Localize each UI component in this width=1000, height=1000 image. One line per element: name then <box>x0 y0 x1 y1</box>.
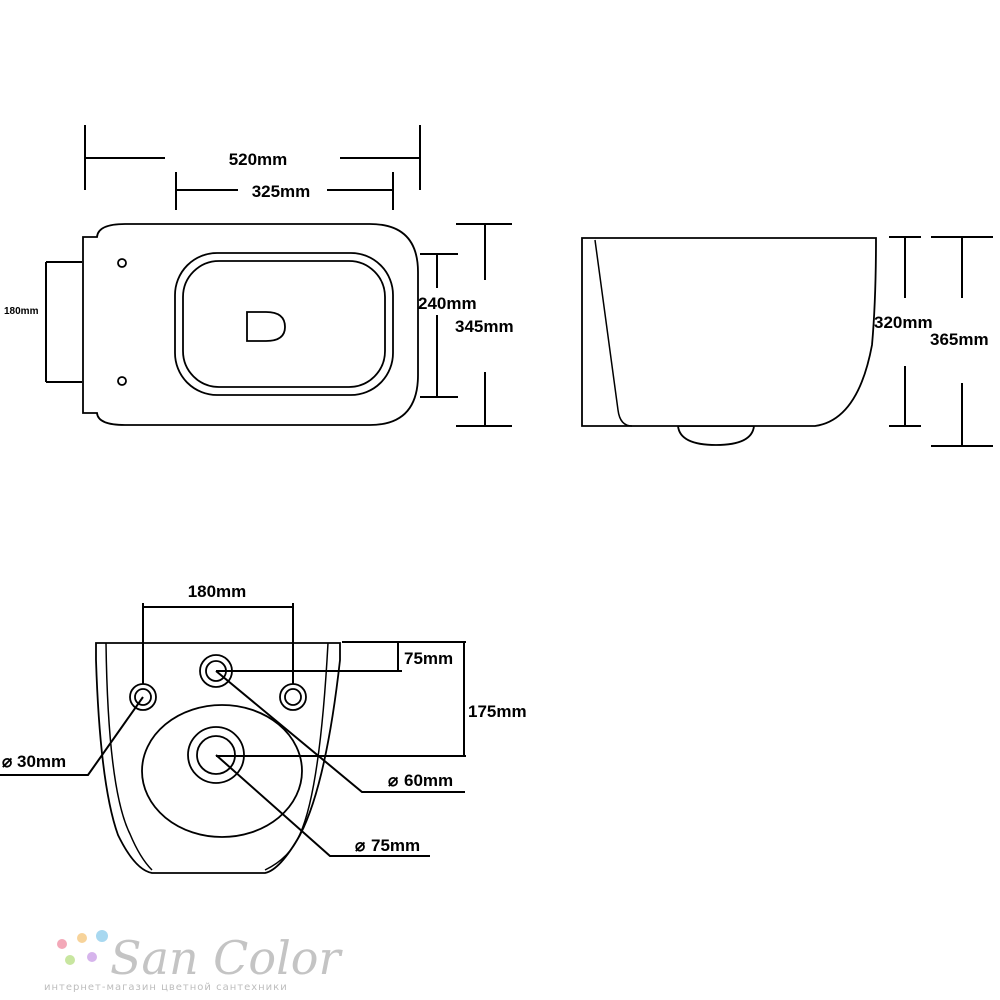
dim-inlet-diameter: 60mm <box>404 771 453 790</box>
logo-dot <box>65 955 75 965</box>
diameter-symbol: ⌀ <box>2 752 13 771</box>
bolt-hole-right <box>284 688 302 706</box>
side-view: 320mm 365mm <box>581 236 993 447</box>
logo-dot <box>96 930 108 942</box>
bowl-side-outline <box>581 237 877 427</box>
logo-dot <box>57 939 67 949</box>
dim-bowl-height: 320mm <box>874 313 933 332</box>
drain-outlet <box>246 311 286 342</box>
logo-dot <box>87 952 97 962</box>
mounting-hole <box>117 258 127 268</box>
logo-dot <box>77 933 87 943</box>
dim-inlet-offset: 75mm <box>404 649 453 668</box>
bowl-side-inner <box>594 239 633 427</box>
mounting-hole <box>117 376 127 386</box>
leader-line <box>215 754 430 857</box>
watermark-dots <box>57 930 108 965</box>
top-view: 520mm 325mm 180mm 240mm 345mm <box>4 125 514 427</box>
diameter-symbol: ⌀ <box>388 771 399 790</box>
rear-shell-inner-left <box>105 642 153 871</box>
watermark-tagline: интернет-магазин цветной сантехники <box>44 982 288 993</box>
dim-bolt-spacing: 180mm <box>188 582 247 601</box>
watermark-brand: San Color <box>110 931 343 985</box>
watermark: San Color интернет-магазин цветной санте… <box>44 930 343 993</box>
rear-view: 180mm 75mm 175mm ⌀ 30mm ⌀ 60mm ⌀ 75mm <box>0 582 527 874</box>
dim-bolt-diameter: 30mm <box>17 752 66 771</box>
leader-line <box>215 670 465 793</box>
dim-seat-width: 325mm <box>252 182 311 201</box>
dim-seat-depth: 240mm <box>418 294 477 313</box>
dim-outlet-offset: 175mm <box>468 702 527 721</box>
leader-line <box>0 696 144 776</box>
dim-overall-width: 520mm <box>229 150 288 169</box>
dim-overall-depth: 345mm <box>455 317 514 336</box>
dim-total-height: 365mm <box>930 330 989 349</box>
dim-outlet-diameter: 75mm <box>371 836 420 855</box>
diameter-symbol: ⌀ <box>355 836 366 855</box>
rear-shell-inner-right <box>264 642 329 871</box>
dim-mounting-spacing: 180mm <box>4 306 39 317</box>
outlet-spigot <box>676 425 756 446</box>
